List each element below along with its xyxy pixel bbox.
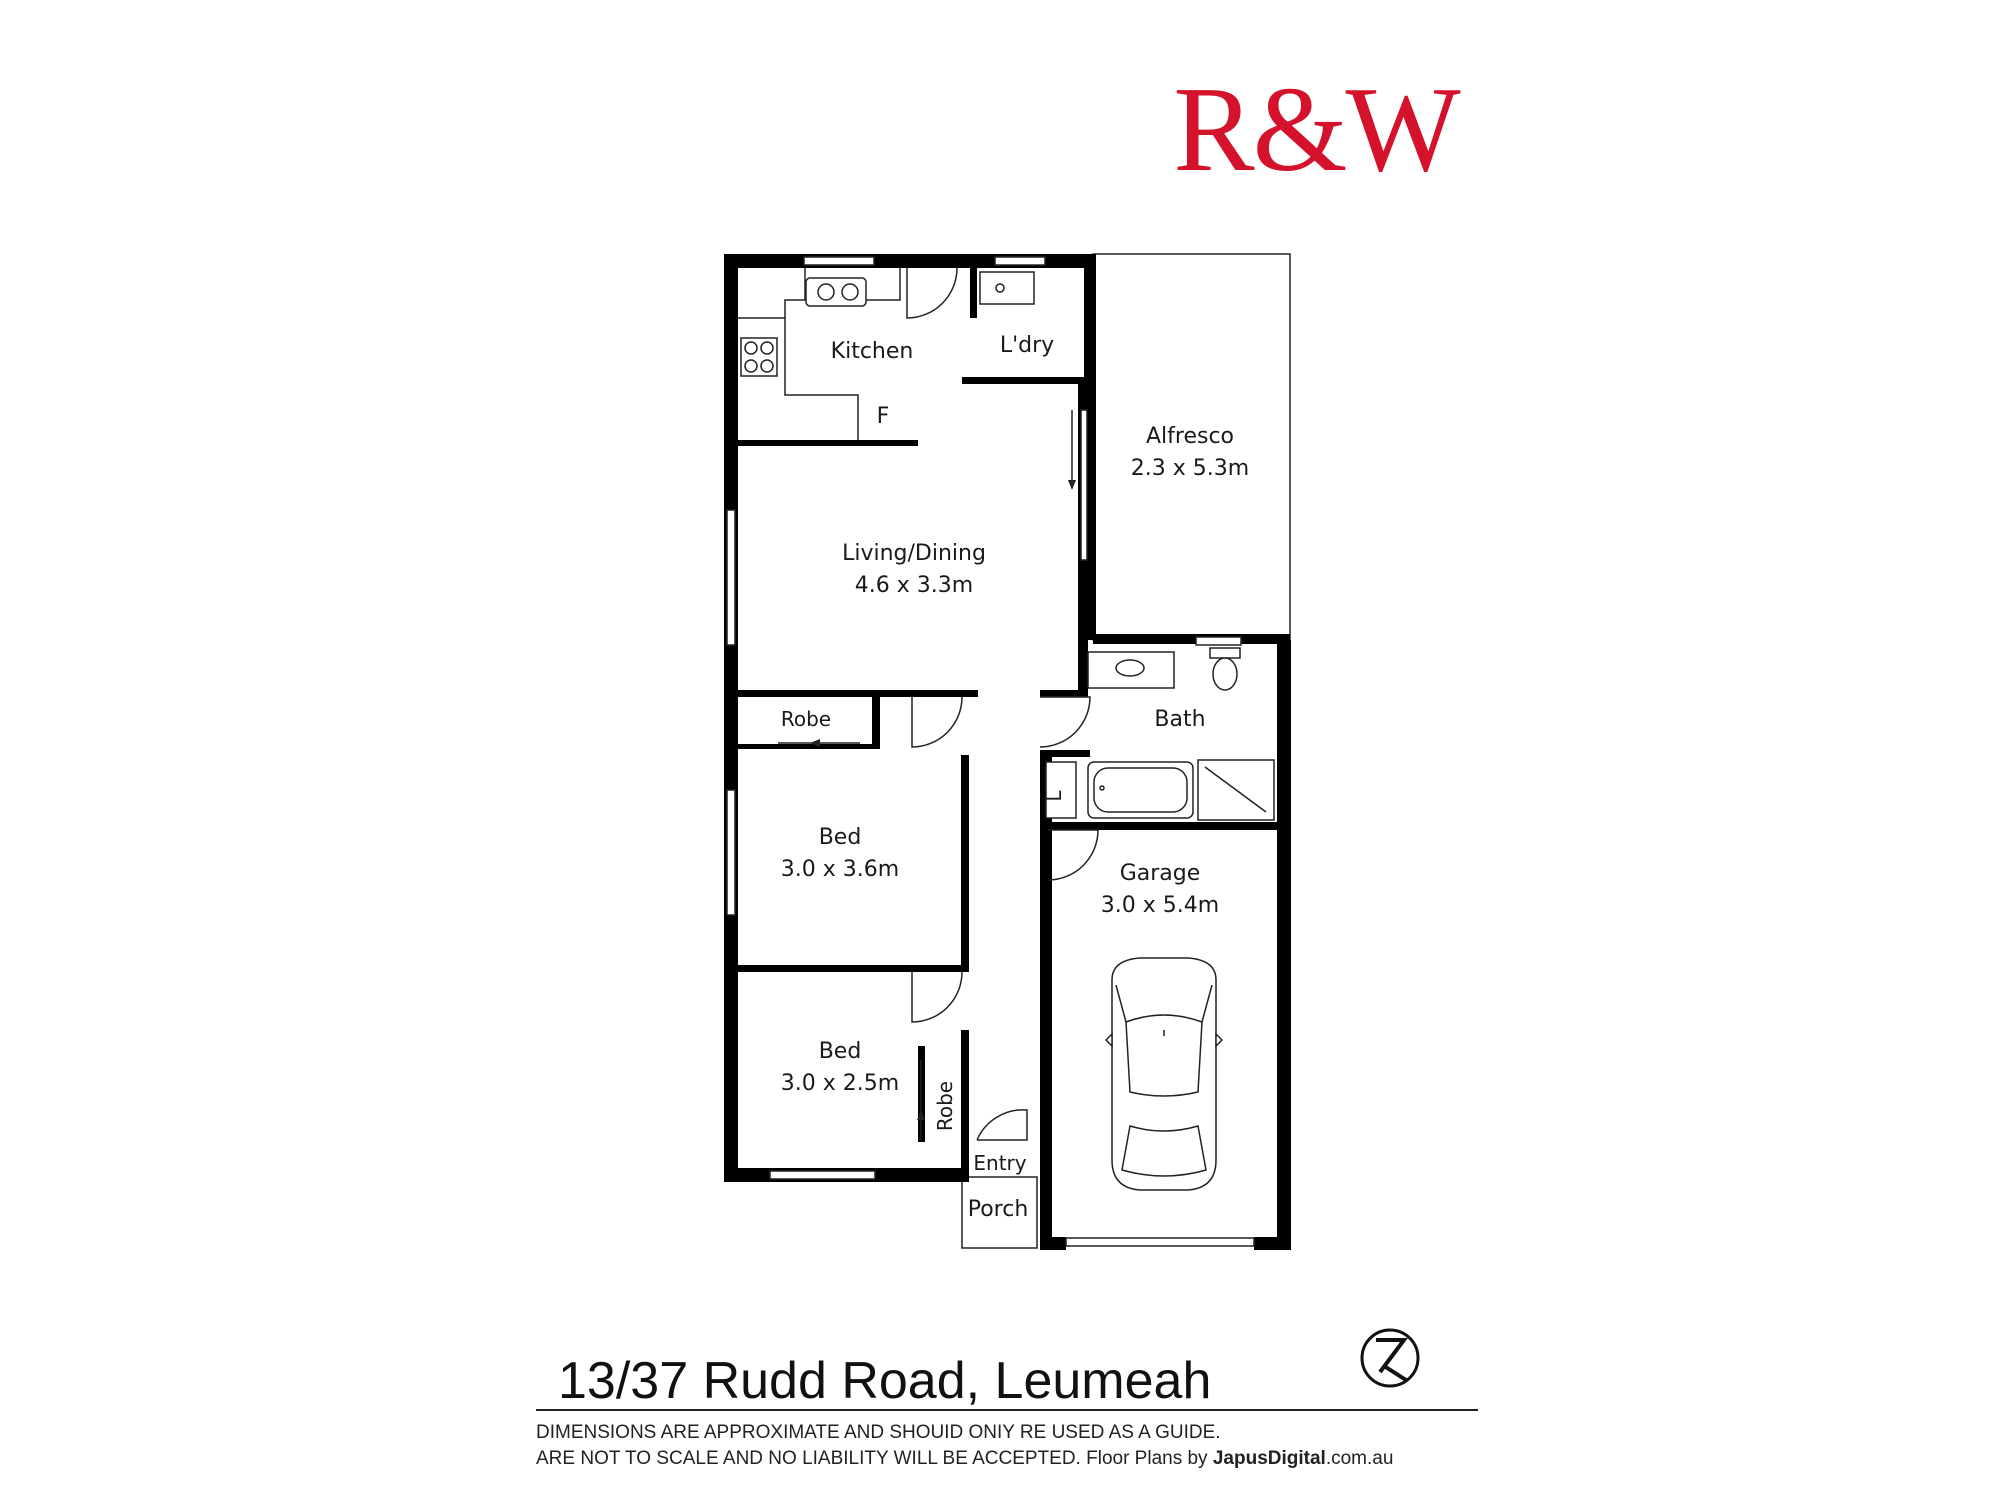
bath-fixtures [1045, 647, 1275, 821]
disclaimer-line-2-text: ARE NOT TO SCALE AND NO LIABILITY WILL B… [536, 1448, 1213, 1469]
label-porch: Porch [968, 1197, 1029, 1222]
label-alfresco: Alfresco [1146, 424, 1234, 449]
label-bed-1: Bed [819, 825, 862, 850]
size-bed-2: 3.0 x 2.5m [781, 1071, 899, 1096]
windows [726, 256, 1255, 1247]
label-bath: Bath [1154, 707, 1205, 732]
linen-cupboard [1045, 761, 1077, 819]
label-fridge: F [877, 404, 890, 429]
toilet-icon [1209, 647, 1241, 659]
porch-outline [961, 1176, 1038, 1249]
label-robe-2: Robe [933, 1081, 957, 1131]
sink-icon [805, 277, 867, 307]
room-labels: Kitchen F L'dry Alfresco 2.3 x 5.3m Livi… [781, 333, 1249, 1222]
size-alfresco: 2.3 x 5.3m [1131, 456, 1249, 481]
label-linen: L [1042, 790, 1066, 802]
brand-logo: R&W [1173, 62, 1460, 197]
laundry-tub-icon [979, 271, 1035, 305]
disclaimer-line-2: ARE NOT TO SCALE AND NO LIABILITY WILL B… [536, 1448, 1393, 1469]
size-garage: 3.0 x 5.4m [1101, 893, 1219, 918]
label-bed-2: Bed [819, 1039, 862, 1064]
floorplan-brand-suffix: .com.au [1326, 1448, 1394, 1469]
disclaimer-line-1: DIMENSIONS ARE APPROXIMATE AND SHOUID ON… [536, 1422, 1221, 1443]
property-address: 13/37 Rudd Road, Leumeah [558, 1352, 1211, 1410]
label-entry: Entry [973, 1151, 1026, 1175]
floorplan-brand: JapusDigital [1213, 1448, 1326, 1469]
size-bed-1: 3.0 x 3.6m [781, 857, 899, 882]
bathtub-icon [1087, 761, 1194, 819]
doors [778, 267, 1099, 1141]
walls [724, 254, 1291, 1250]
label-kitchen: Kitchen [831, 339, 914, 364]
label-garage: Garage [1120, 861, 1201, 886]
label-robe-1: Robe [781, 707, 831, 731]
car-icon [1104, 957, 1224, 1191]
label-living: Living/Dining [842, 541, 986, 566]
size-living: 4.6 x 3.3m [855, 573, 973, 598]
kitchen-fixtures [738, 268, 1035, 440]
vanity-icon [1087, 651, 1175, 689]
north-compass-icon [1360, 1328, 1420, 1388]
label-laundry: L'dry [1000, 333, 1054, 358]
